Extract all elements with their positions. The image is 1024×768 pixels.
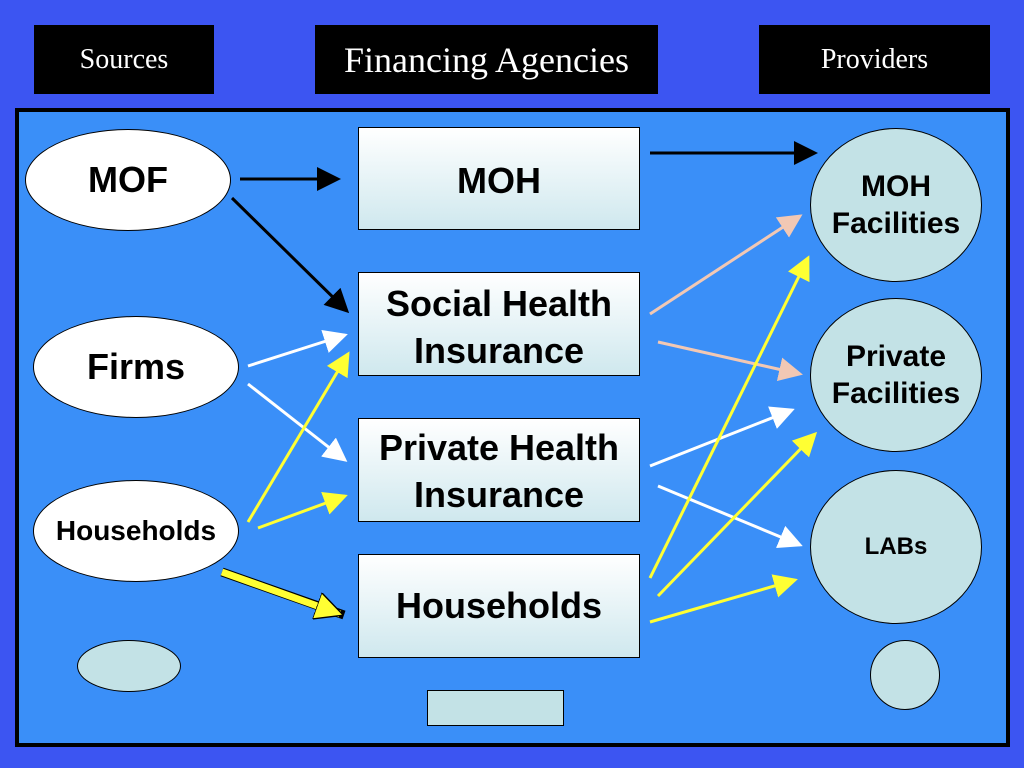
decorative-circle xyxy=(870,640,940,710)
agency-private-health-insurance-label: Private Health Insurance xyxy=(378,427,620,515)
source-firms: Firms xyxy=(33,316,239,418)
agency-households-label: Households xyxy=(395,584,602,626)
providers-header: Providers xyxy=(759,25,990,94)
agency-social-health-insurance-label: Social Health Insurance xyxy=(385,283,613,371)
decorative-ellipse xyxy=(77,640,181,692)
agency-social-health-insurance: Social Health Insurance xyxy=(358,272,640,376)
financing-agencies-header: Financing Agencies xyxy=(315,25,658,94)
agency-households: Households xyxy=(358,554,640,658)
agency-moh-label: MOH xyxy=(457,160,541,201)
agency-moh: MOH xyxy=(358,127,640,230)
provider-moh-facilities: MOH Facilities xyxy=(810,128,982,282)
provider-private-facilities-label: Private Facilities xyxy=(831,339,961,411)
source-firms-label: Firms xyxy=(86,346,186,387)
provider-private-facilities: Private Facilities xyxy=(810,298,982,452)
provider-moh-facilities-label: MOH Facilities xyxy=(831,169,961,241)
source-households-label: Households xyxy=(55,515,217,546)
decorative-rectangle xyxy=(427,690,564,726)
provider-labs: LABs xyxy=(810,470,982,624)
agency-private-health-insurance: Private Health Insurance xyxy=(358,418,640,522)
source-mof-label: MOF xyxy=(88,159,168,200)
provider-labs-label: LABs xyxy=(864,533,928,560)
source-households: Households xyxy=(33,480,239,582)
sources-header: Sources xyxy=(34,25,214,94)
source-mof: MOF xyxy=(25,129,231,231)
